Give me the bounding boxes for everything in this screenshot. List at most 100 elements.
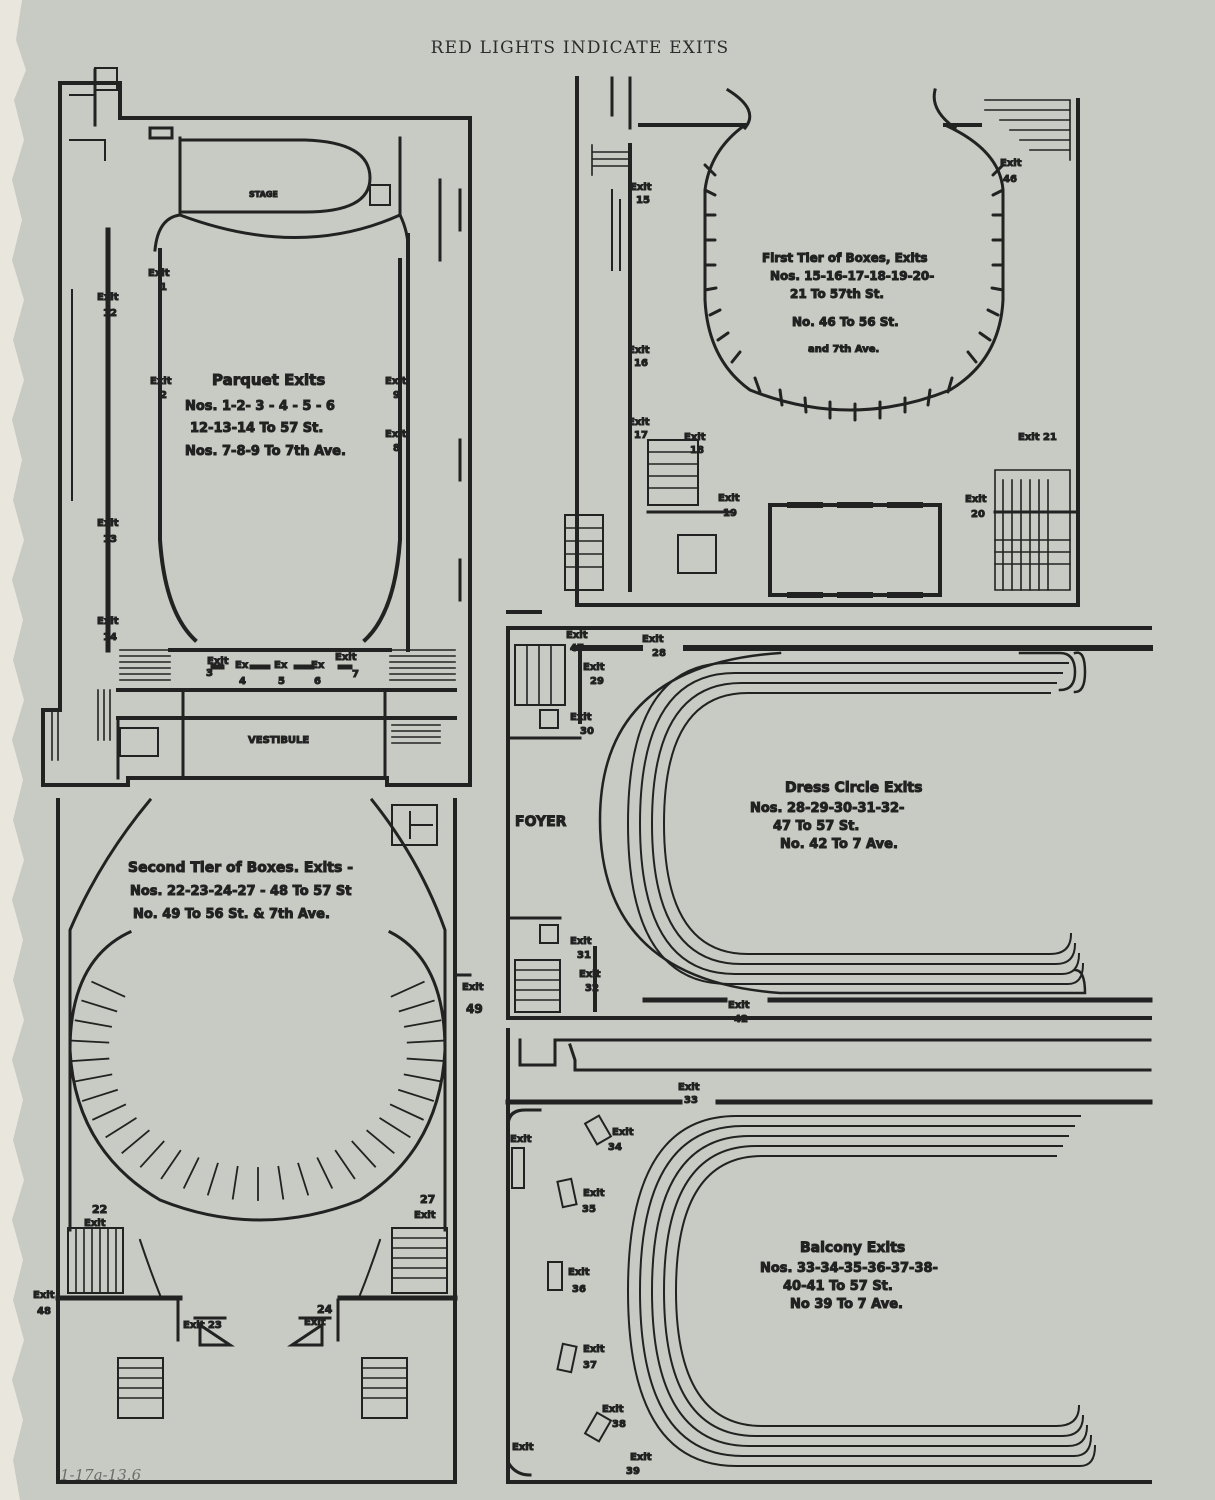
exit-49: 49 [466,1002,483,1016]
box-partition [81,1088,119,1102]
dress-circle-plan [506,610,1153,1020]
exit-word: Exit [612,1127,634,1138]
second-tier-outline [68,929,447,1222]
exit-word: Exit [630,1452,652,1463]
exit-7: 7 [352,669,359,680]
tier-line [650,1135,1089,1447]
exit-14: 14 [103,632,117,643]
exit-word: Exit [512,1442,534,1453]
exit-word: Exit [97,616,119,627]
parquet-exit-labels: Exit 1 Exit 2 Exit 9 Exit 8 Exit 12 Exit… [97,268,408,688]
exit-31: 31 [577,950,591,961]
exit-19: 19 [723,508,737,519]
ex-word: Ex [274,660,288,671]
exit-word: Exit [570,936,592,947]
first-tier-line3: No. 46 To 56 St. [792,315,899,329]
balcony-tiers [626,1115,1097,1467]
tier-line [638,672,1081,975]
box-partition [231,1165,239,1200]
exit-18: 18 [690,445,704,456]
exit-12: 12 [103,308,117,319]
box-partition [379,1117,411,1139]
parquet-plan [41,67,472,787]
first-tier-line4: and 7th Ave. [808,344,879,355]
tier-line [626,1115,1097,1467]
vestibule-label: VESTIBULE [248,735,309,746]
exit-word: Exit [207,656,229,667]
exit-35: 35 [582,1204,596,1215]
exit-word: Exit [385,429,407,440]
balcony-line3: No 39 To 7 Ave. [790,1297,903,1312]
dress-circle-exit-labels: Exit 47 Exit 28 Exit 29 Exit 30 Exit 31 … [566,630,751,1026]
box-partition [71,1039,110,1044]
exit-33: 33 [684,1095,698,1106]
dress-circle-line2: 47 To 57 St. [773,819,859,834]
box-partition [92,1103,127,1121]
first-tier-line2: 21 To 57th St. [790,287,884,301]
exit-36: 36 [572,1284,586,1295]
exit-1: 1 [160,282,167,293]
exit-word: Exit [97,292,119,303]
exit-21: Exit 21 [1018,432,1057,443]
exit-24: 24 [317,1303,333,1316]
exit-9: 9 [393,390,400,401]
exit-word: Exit [510,1134,532,1145]
parquet-line1: Nos. 1-2- 3 - 4 - 5 - 6 [185,399,335,414]
exit-word: Exit [965,494,987,505]
first-tier-plan [564,76,1080,607]
first-tier-title: First Tier of Boxes, Exits [762,251,928,265]
balcony-line1: Nos. 33-34-35-36-37-38- [760,1261,938,1276]
dress-circle-tiers [626,662,1085,985]
box-partition [316,1157,334,1189]
stage-label: STAGE [249,190,278,199]
second-tier-title: Second Tier of Boxes. Exits - [128,860,353,876]
balcony-plan [505,1028,1153,1484]
exit-word: Exit [642,634,664,645]
second-tier-line2: No. 49 To 56 St. & 7th Ave. [133,907,330,922]
exit-word: Exit [728,1000,750,1011]
dress-circle-title: Dress Circle Exits [785,780,922,796]
exit-word: Exit [678,1082,700,1093]
exit-word: Exit [684,432,706,443]
exit-word: Exit [630,182,652,193]
tier-line [674,1155,1081,1427]
tier-line [662,1145,1085,1437]
exit-39: 39 [626,1466,640,1477]
ex-word: Ex [311,660,325,671]
box-partition [297,1162,310,1196]
box-partition [390,980,425,998]
exit-16: 16 [634,358,648,369]
exit-6: 6 [314,676,321,687]
box-partition [74,1019,113,1028]
box-partition [81,999,118,1013]
exit-word: Exit [628,345,650,356]
exit-3: 3 [206,668,213,679]
box-partition [334,1149,356,1180]
box-partition [105,1117,137,1139]
exit-word: Exit [602,1404,624,1415]
exit-word: Exit [335,652,357,663]
exit-46: 46 [1003,174,1017,185]
second-tier-exit-labels: Exit 49 27 Exit 22 Exit Exit 48 Exit 23 … [33,982,485,1332]
parquet-line3: Nos. 7-8-9 To 7th Ave. [185,444,346,459]
box-partition [366,1129,395,1154]
box-partition [403,1019,442,1028]
exit-22: 22 [92,1203,107,1216]
exit-17: 17 [634,430,648,441]
first-tier-line1: Nos. 15-16-17-18-19-20- [770,269,934,283]
second-tier-plan [55,797,472,1484]
exit-word: Exit [97,518,119,529]
box-partition [406,1057,445,1062]
exit-13: 13 [103,534,117,545]
tier-line [662,692,1073,955]
exit-word: Exit [33,1290,55,1301]
exit-word: Exit [148,268,170,279]
exit-42: 42 [734,1014,748,1025]
exit-47: 47 [570,643,584,654]
exit-30: 30 [580,726,594,737]
exit-5: 5 [278,676,285,687]
box-partition [397,1088,435,1102]
balcony-line2: 40-41 To 57 St. [783,1279,893,1294]
exit-28: 28 [652,648,666,659]
